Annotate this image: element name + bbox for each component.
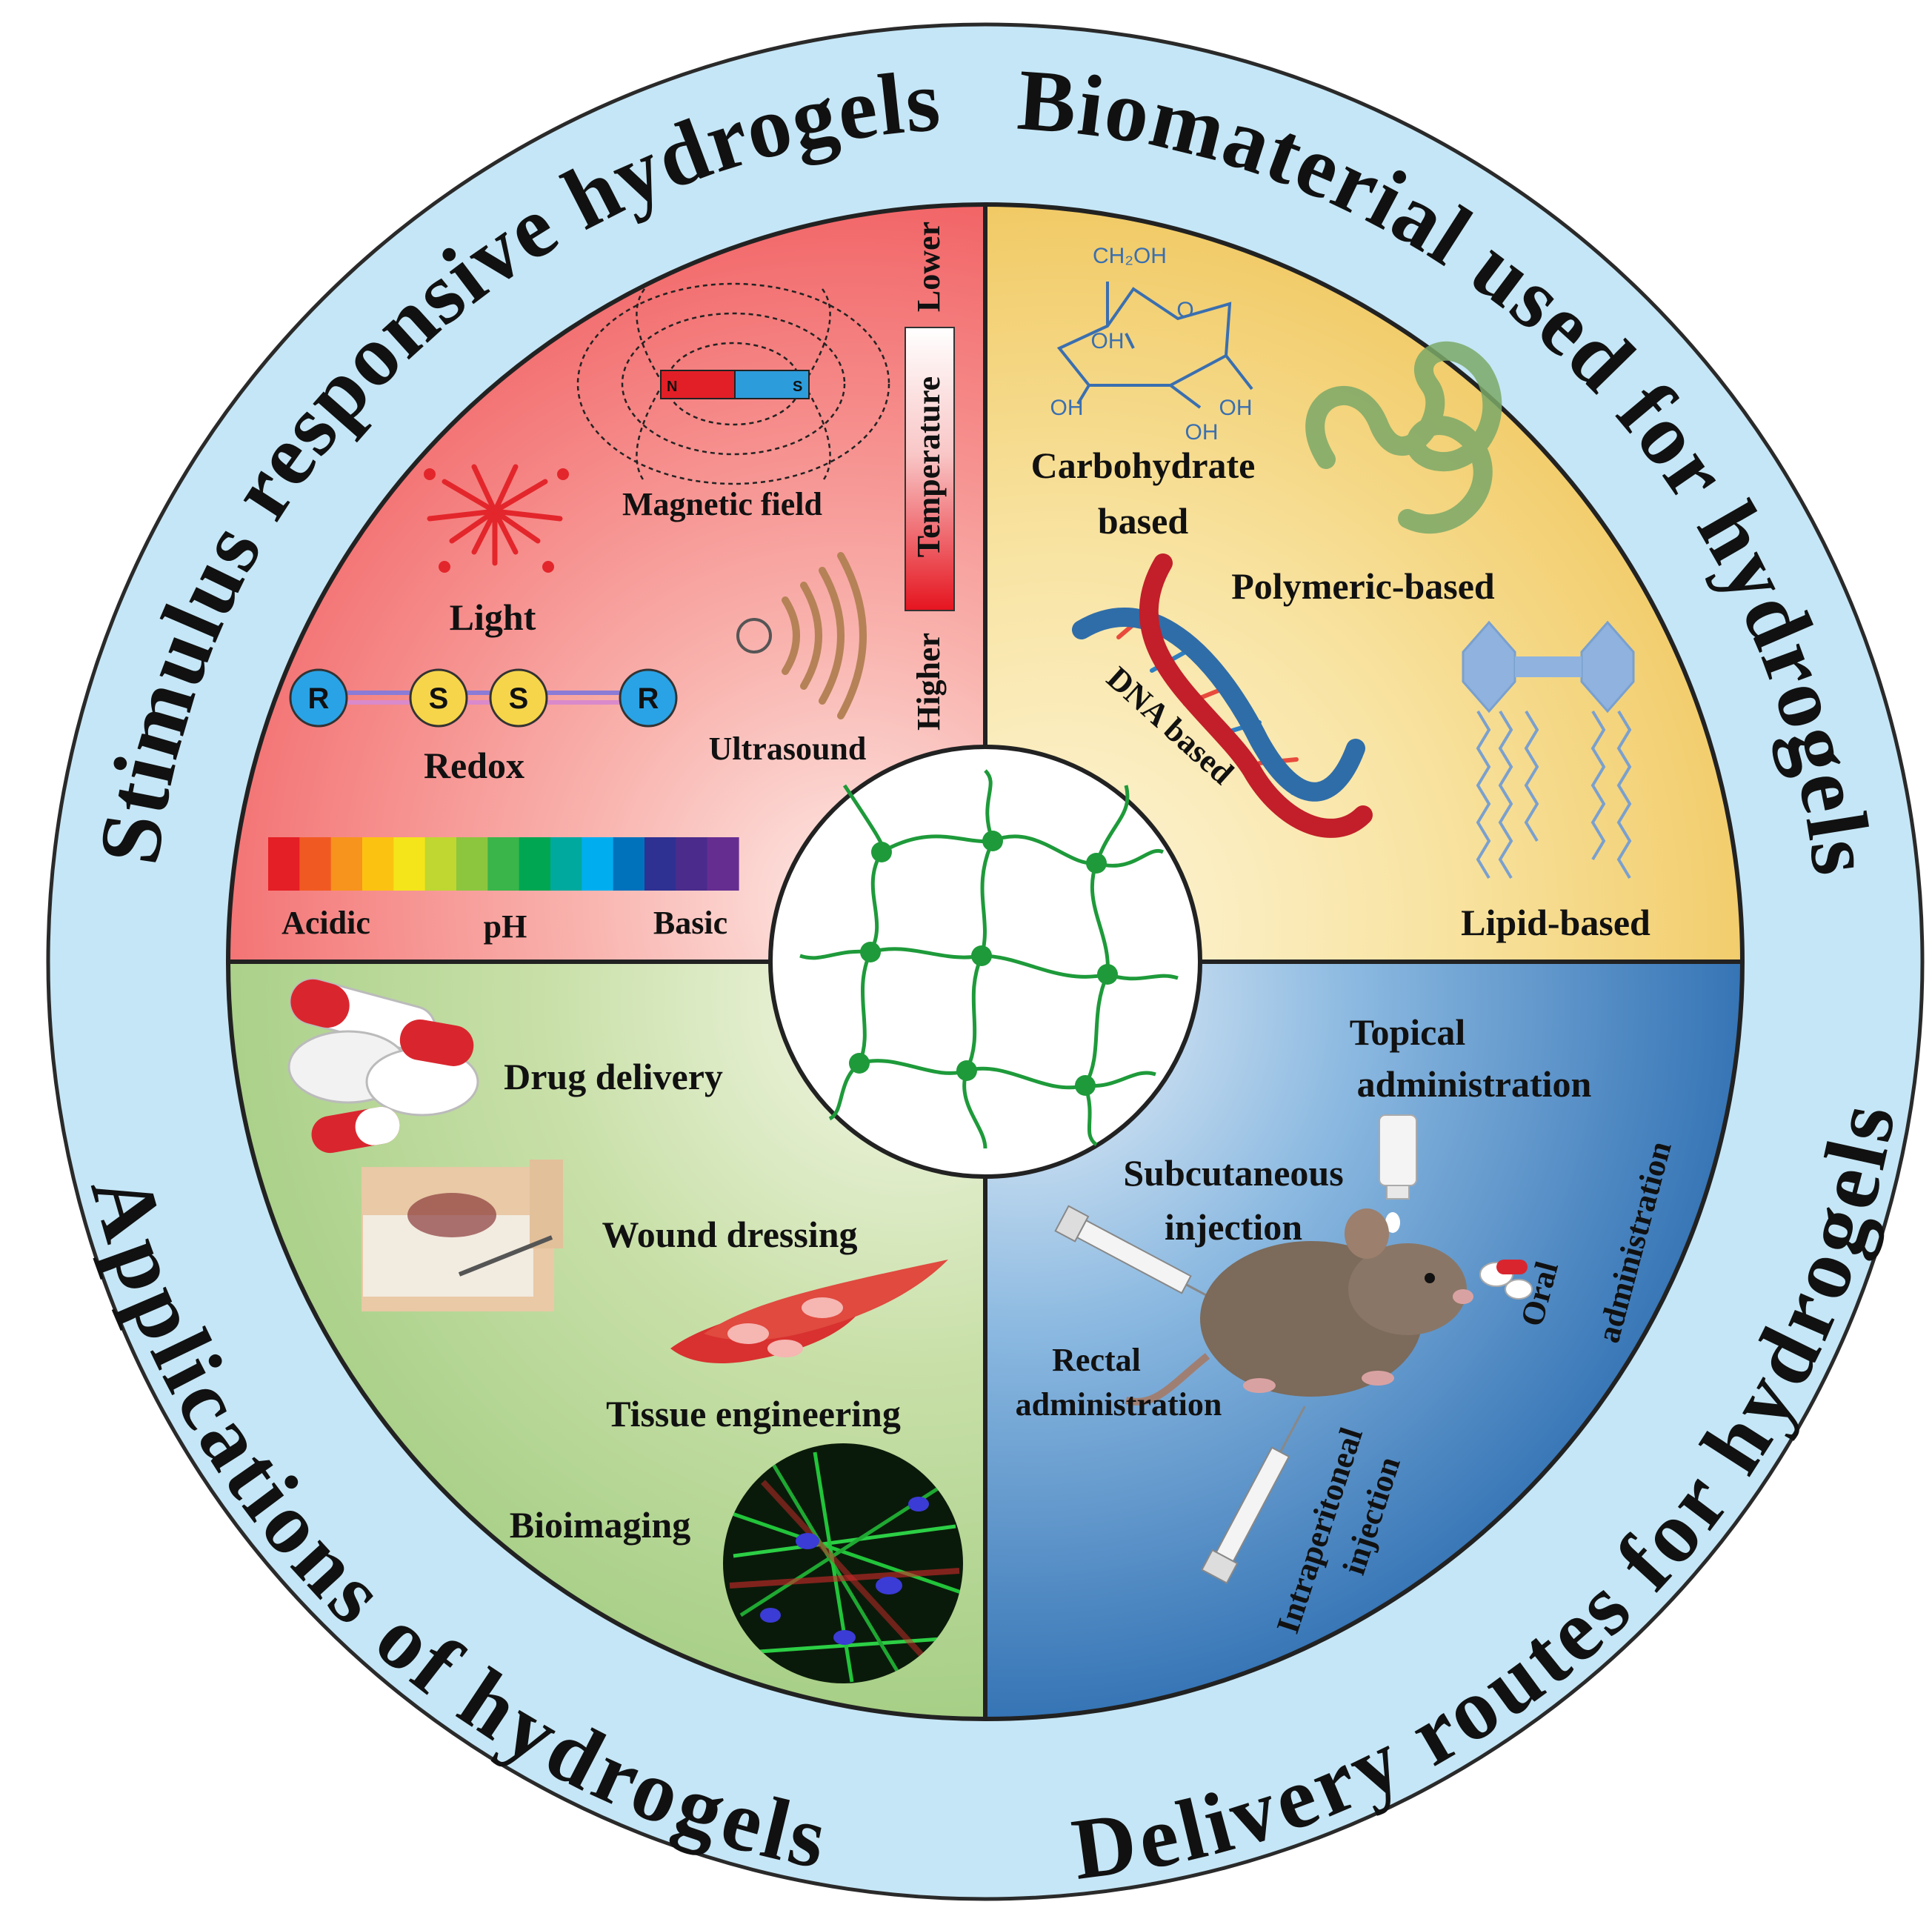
oral-pills-icon <box>1479 1260 1533 1300</box>
ph-color-segment <box>268 837 300 891</box>
light-stars-icon <box>424 468 569 573</box>
glucose-structure-icon <box>1056 282 1253 409</box>
redox-r-left: R <box>308 682 330 715</box>
syringe-intraperitoneal-icon <box>1201 1406 1306 1584</box>
tissue-engineering-label: Tissue engineering <box>606 1393 901 1434</box>
ph-color-segment <box>519 837 551 891</box>
glucose-ring-o-label: O <box>1176 298 1193 322</box>
ph-color-segment <box>393 837 426 891</box>
ph-acidic-label: Acidic <box>282 905 370 941</box>
rectal-label-line2: administration <box>1016 1386 1222 1423</box>
ph-color-segment <box>424 837 457 891</box>
tissue-cells-icon <box>670 1260 948 1363</box>
ph-basic-label: Basic <box>653 905 727 941</box>
lipid-based-label: Lipid-based <box>1461 902 1650 943</box>
redox-s-left: S <box>429 682 449 715</box>
glucose-oh-label-2: OH <box>1050 396 1084 420</box>
magnet-s-label: S <box>793 379 802 395</box>
temperature-gradient-bar <box>905 327 955 611</box>
mouse-illustration <box>1125 1208 1473 1406</box>
ointment-tube-icon <box>1379 1114 1417 1233</box>
topical-label-line1: Topical <box>1350 1011 1466 1053</box>
light-burst-icon <box>427 464 563 566</box>
drug-delivery-label: Drug delivery <box>504 1056 723 1097</box>
ph-color-segment <box>707 837 739 891</box>
network-nodes <box>849 831 1118 1096</box>
ph-color-segment <box>362 837 394 891</box>
wound-dressing-label: Wound dressing <box>602 1214 857 1255</box>
ph-color-segment <box>613 837 645 891</box>
ph-color-scale <box>268 837 739 891</box>
ph-color-segment <box>456 837 488 891</box>
ph-color-segment <box>299 837 332 891</box>
redox-chain-icon: R S S R <box>289 668 678 728</box>
redox-r-right: R <box>638 682 659 715</box>
ph-color-segment <box>330 837 363 891</box>
glucose-oh-label-4: OH <box>1219 396 1253 420</box>
glucose-ch2oh-label: CH₂OH <box>1093 244 1167 268</box>
redox-label: Redox <box>424 745 524 786</box>
bioimaging-micrograph <box>723 1443 963 1683</box>
ph-color-segment <box>487 837 520 891</box>
ultrasound-label: Ultrasound <box>709 731 867 767</box>
ph-color-segment <box>644 837 676 891</box>
magnetic-field-icon: N S <box>576 282 890 485</box>
polymeric-based-label: Polymeric-based <box>1231 565 1495 607</box>
subcutaneous-label-line1: Subcutaneous <box>1123 1152 1343 1194</box>
temperature-lower-label: Lower <box>910 222 947 312</box>
carbohydrate-label: Carbohydrate <box>1031 445 1256 486</box>
ph-color-segment <box>676 837 708 891</box>
light-label: Light <box>450 596 536 638</box>
ph-label: pH <box>484 908 527 945</box>
ultrasound-icon <box>736 552 867 719</box>
pills-icon <box>287 978 479 1154</box>
magnet-n-label: N <box>667 379 677 395</box>
ph-color-segment <box>550 837 582 891</box>
glucose-oh-label-3: OH <box>1185 420 1219 445</box>
rectal-label-line1: Rectal <box>1052 1342 1141 1378</box>
bioimaging-label: Bioimaging <box>510 1504 690 1546</box>
polymer-coil-icon <box>1305 341 1502 534</box>
topical-label-line2: administration <box>1357 1063 1592 1105</box>
temperature-higher-label: Higher <box>910 633 947 731</box>
dna-helix-icon <box>1072 553 1373 838</box>
subcutaneous-label-line2: injection <box>1165 1206 1302 1248</box>
wound-dressing-icon <box>362 1160 563 1311</box>
redox-s-right: S <box>509 682 529 715</box>
glucose-oh-label-1: OH <box>1091 329 1125 353</box>
temperature-label: Temperature <box>910 376 947 557</box>
ph-color-segment <box>582 837 614 891</box>
lipid-structure-icon <box>1462 620 1635 879</box>
carbohydrate-based-label: based <box>1098 500 1188 542</box>
magnetic-field-label: Magnetic field <box>622 486 822 522</box>
hydrogel-network-icon <box>799 769 1179 1149</box>
